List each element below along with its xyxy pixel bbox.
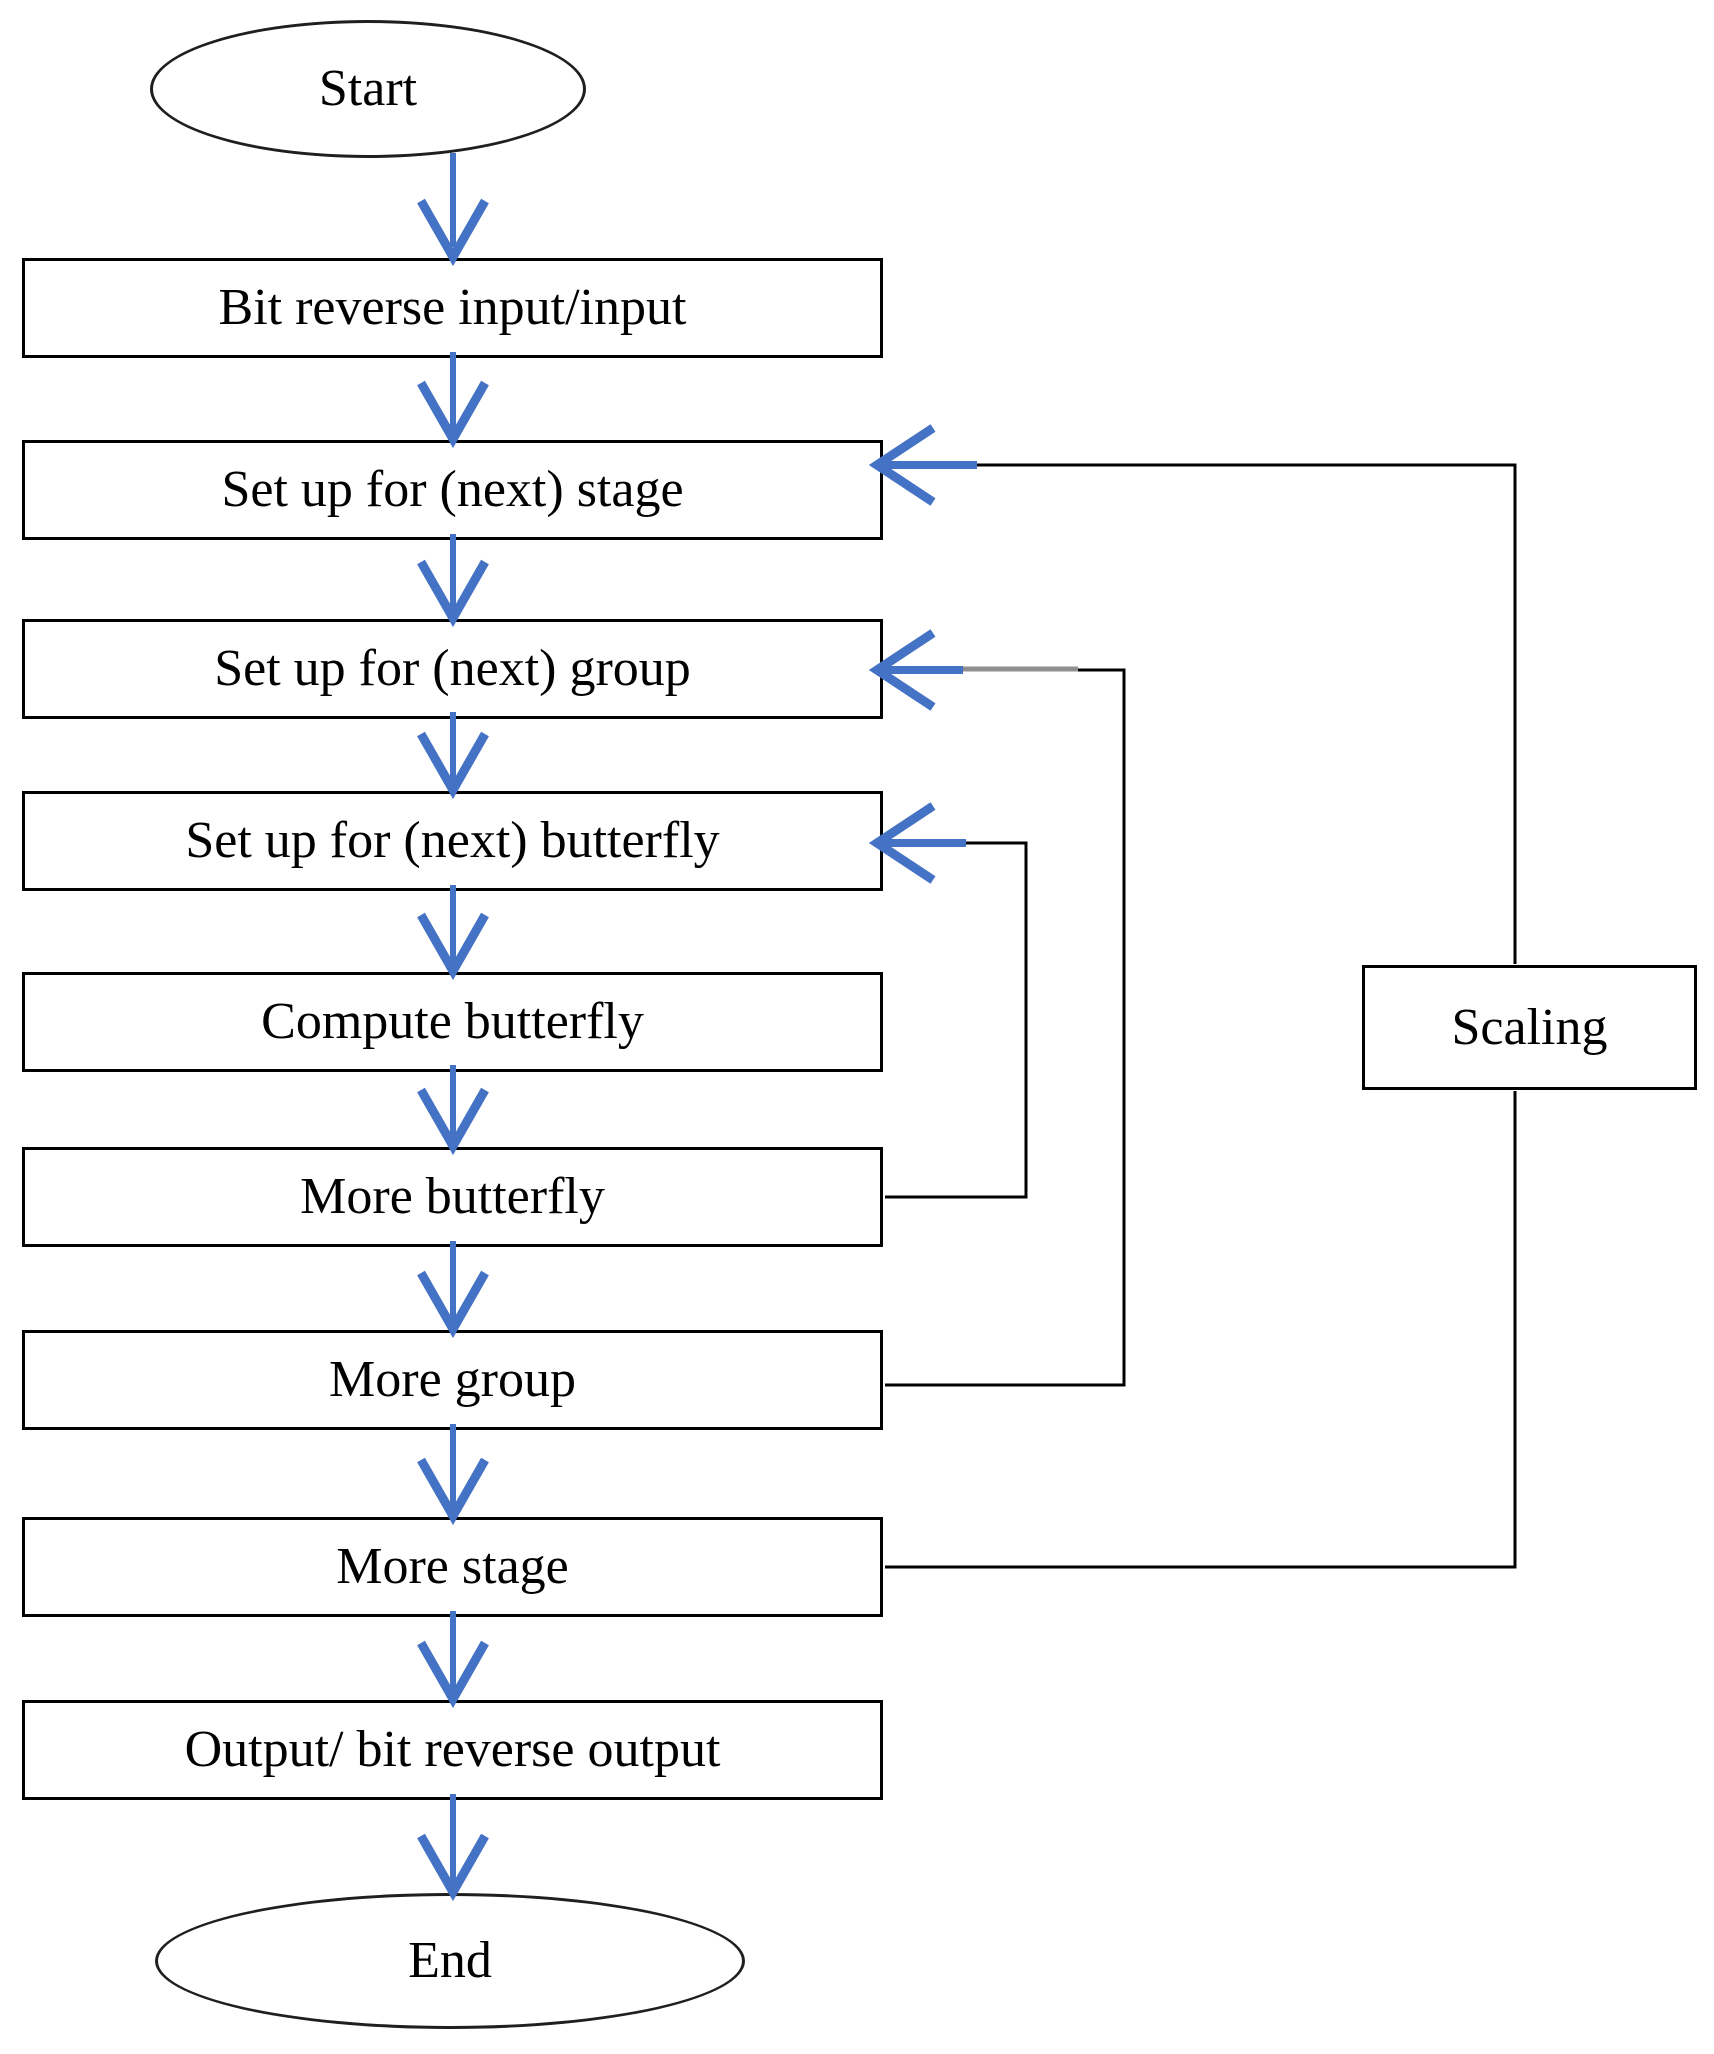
arrow-setup-butterfly-to-compute-icon (417, 885, 489, 981)
arrowhead-into-setup-group-icon (868, 629, 963, 711)
arrow-more-butterfly-to-more-group-icon (417, 1241, 489, 1339)
node-more-stage: More stage (22, 1517, 883, 1617)
arrow-compute-to-more-butterfly-icon (417, 1065, 489, 1156)
arrowhead-into-setup-butterfly-icon (868, 802, 966, 884)
node-setup-stage: Set up for (next) stage (22, 440, 883, 540)
arrow-bit-reverse-to-setup-stage-icon (417, 352, 489, 449)
arrow-more-group-to-more-stage-icon (417, 1424, 489, 1526)
node-start: Start (150, 20, 586, 158)
arrowhead-into-setup-stage-icon (868, 424, 977, 506)
node-scaling: Scaling (1362, 965, 1697, 1090)
node-compute-butterfly: Compute butterfly (22, 972, 883, 1072)
node-setup-butterfly: Set up for (next) butterfly (22, 791, 883, 891)
arrow-more-stage-to-output-icon (417, 1611, 489, 1709)
arrow-setup-stage-to-setup-group-icon (417, 534, 489, 628)
node-more-group: More group (22, 1330, 883, 1430)
node-bit-reverse-input: Bit reverse input/input (22, 258, 883, 358)
feedback-line-more-group-to-setup-group (885, 666, 1126, 1387)
feedback-line-more-butterfly-to-setup-butterfly (885, 841, 1028, 1199)
arrow-start-to-bit-reverse-icon (417, 153, 489, 267)
node-setup-group: Set up for (next) group (22, 619, 883, 719)
node-more-butterfly: More butterfly (22, 1147, 883, 1247)
arrow-output-to-end-icon (417, 1794, 489, 1902)
node-end: End (155, 1893, 745, 2029)
node-output-bit-reverse: Output/ bit reverse output (22, 1700, 883, 1800)
arrow-setup-group-to-setup-butterfly-icon (417, 712, 489, 800)
